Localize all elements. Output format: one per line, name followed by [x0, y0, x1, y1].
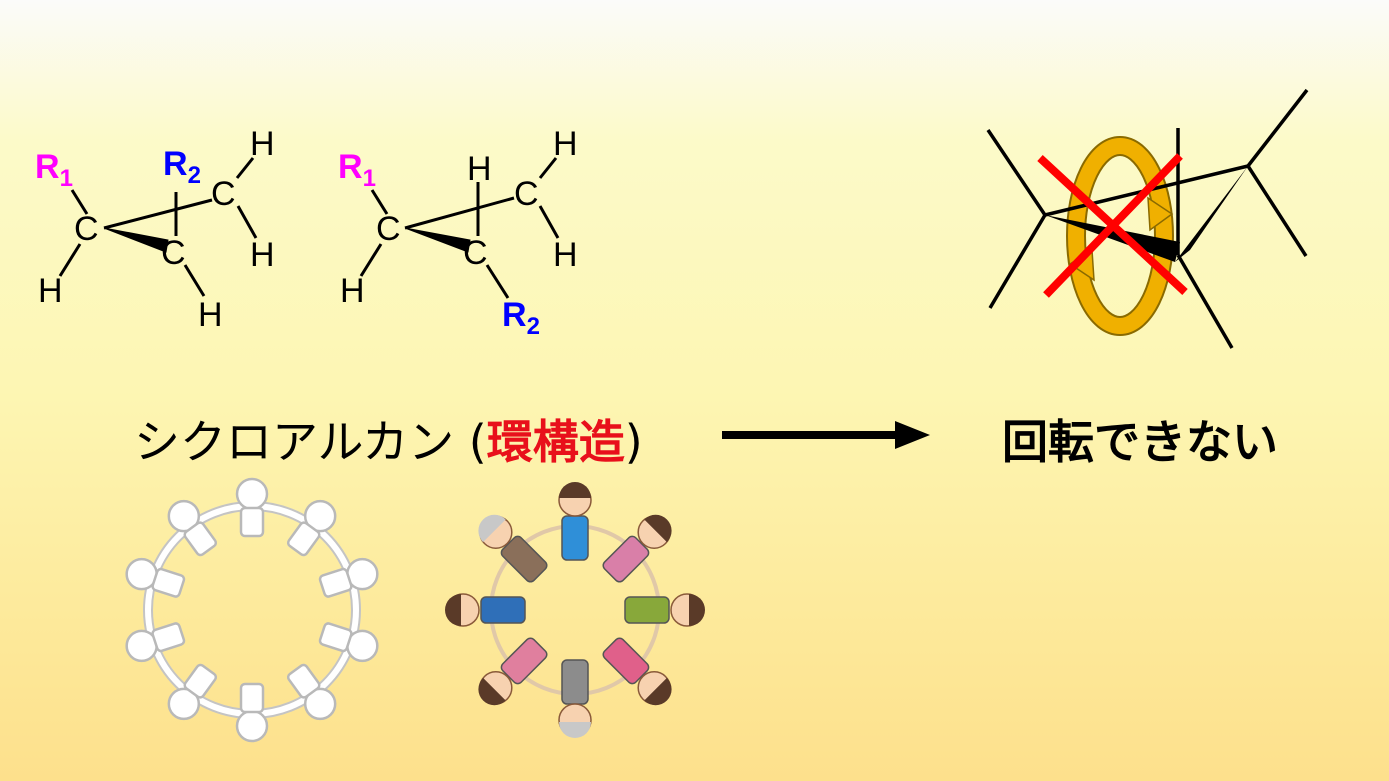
caption-text: シクロアルカン ( — [134, 415, 487, 469]
figure-person — [125, 557, 186, 598]
hydrogen-atom: H — [467, 150, 492, 188]
hydrogen-atom: H — [250, 236, 275, 274]
molecule-right — [359, 157, 560, 299]
hydrogen-atom: H — [340, 272, 365, 310]
substituent-r2-label: R2 — [163, 145, 201, 189]
ring-of-people-illustration — [445, 482, 705, 738]
substituent-r2-label: R2 — [502, 296, 540, 340]
person-figure — [602, 514, 672, 583]
person-figure — [624, 593, 705, 627]
figure-person — [286, 499, 337, 557]
substituent-r1-label: R1 — [35, 148, 73, 192]
molecule-left — [58, 157, 258, 297]
ring-structure-highlight: 環構造 — [486, 415, 625, 469]
figure-person — [125, 622, 186, 663]
hydrogen-atom: H — [198, 296, 223, 334]
hydrogen-atom: H — [250, 125, 275, 163]
right-arrow-icon — [722, 421, 930, 449]
person-figure — [602, 637, 672, 706]
person-figure — [478, 637, 548, 706]
carbon-atom: C — [514, 175, 539, 213]
caption-text: ) — [624, 415, 643, 469]
hydrogen-atom: H — [38, 272, 63, 310]
person-figure — [558, 482, 592, 561]
figure-person — [167, 663, 218, 721]
carbon-atom: C — [463, 234, 488, 272]
figure-person — [318, 622, 379, 663]
carbon-atom: C — [211, 175, 236, 213]
molecule-right-labels: C C C H H H H R1 R2 — [338, 125, 578, 340]
carbon-atom: C — [74, 210, 99, 248]
substituent-r1-label: R1 — [338, 148, 376, 192]
ring-of-figures-illustration — [125, 477, 379, 743]
rotation-structure — [986, 88, 1309, 349]
figure-person — [235, 477, 269, 538]
person-figure — [558, 659, 592, 738]
figure-person — [167, 499, 218, 557]
carbon-atom: C — [161, 234, 186, 272]
carbon-atom: C — [376, 210, 401, 248]
person-figure — [478, 514, 548, 583]
figure-person — [235, 682, 269, 743]
molecule-left-labels: C C C H H H H R1 R2 — [35, 125, 275, 334]
hydrogen-atom: H — [553, 125, 578, 163]
figure-person — [286, 663, 337, 721]
hydrogen-atom: H — [553, 236, 578, 274]
cross-mark-icon — [1037, 153, 1188, 298]
cycloalkane-caption: シクロアルカン (環構造) — [134, 406, 643, 472]
figure-person — [318, 557, 379, 598]
person-figure — [445, 593, 526, 627]
rotation-arrow-icon — [1066, 136, 1174, 336]
cannot-rotate-caption: 回転できない — [1002, 415, 1278, 469]
